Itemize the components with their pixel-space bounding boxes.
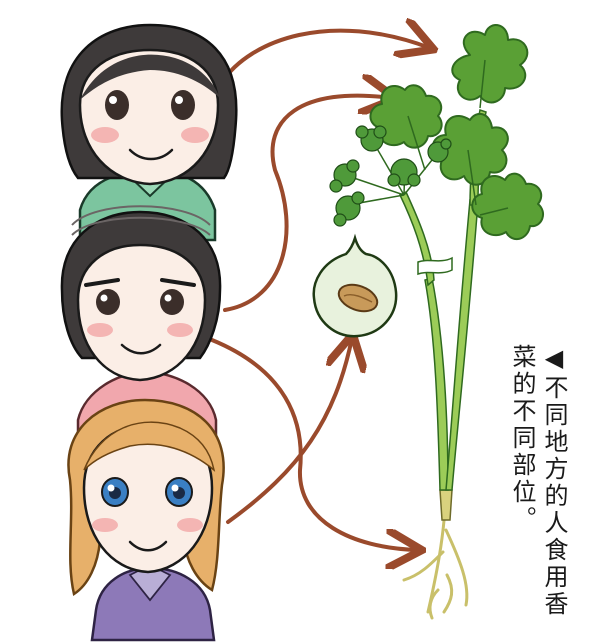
arrow-bottom-to-seed-icon <box>226 338 352 524</box>
coriander-plant-icon <box>329 24 545 620</box>
arrows <box>210 31 430 550</box>
seed-icon <box>337 283 379 313</box>
flower-icon <box>329 125 452 227</box>
arrow-mid-to-root-icon <box>210 338 418 550</box>
arrow-top-to-leaves-icon <box>220 31 430 84</box>
root-icon <box>402 493 469 620</box>
girl-short-dark-hair-avatar <box>60 23 238 242</box>
caption-line-2: 菜的不同部位。 <box>508 344 536 533</box>
leaves-icon <box>369 24 545 241</box>
arrow-mid-to-leaves-icon <box>223 96 392 312</box>
girl-blonde-braided-hair-avatar <box>67 398 225 642</box>
caption-line-1: ◀不同地方的人食用香 <box>540 344 568 618</box>
coriander-seed-bubble-icon <box>312 233 398 338</box>
